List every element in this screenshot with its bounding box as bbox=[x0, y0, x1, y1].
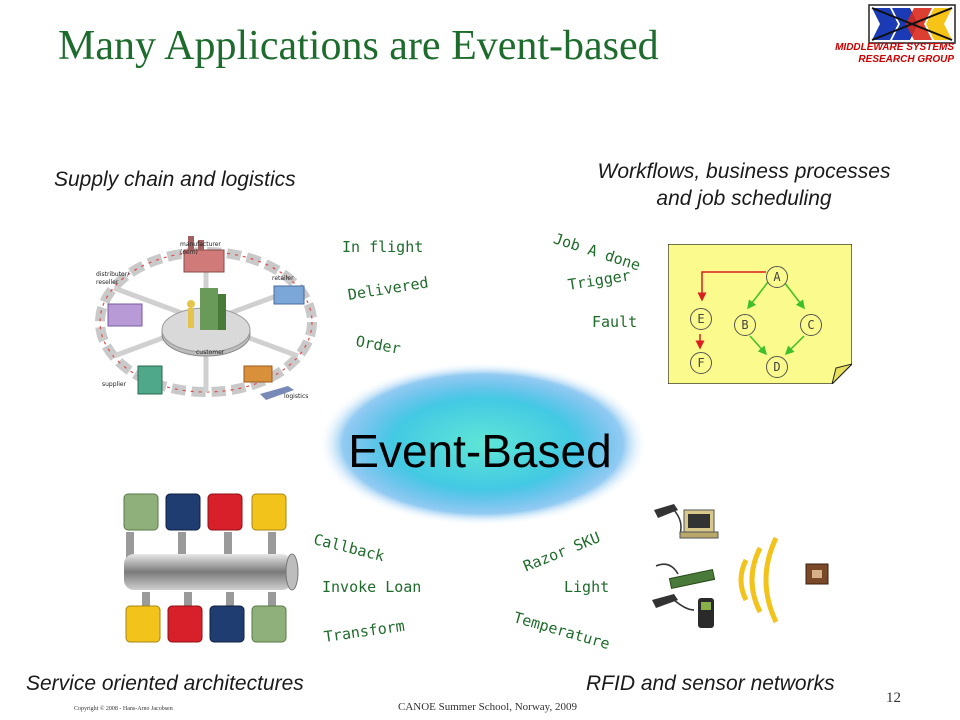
workflow-heading: Workflows, business processes and job sc… bbox=[544, 160, 944, 211]
logo-line-2: RESEARCH GROUP bbox=[858, 54, 954, 65]
event-cloud bbox=[318, 362, 648, 526]
svg-text:manufacturer: manufacturer bbox=[180, 241, 221, 248]
svg-text:logistics: logistics bbox=[284, 393, 308, 400]
event-callback: Callback bbox=[311, 530, 387, 566]
workflow-node-c: C bbox=[800, 314, 822, 336]
soa-diagram bbox=[112, 488, 302, 648]
svg-text:supplier: supplier bbox=[102, 381, 127, 388]
workflow-node-a: A bbox=[766, 266, 788, 288]
event-temperature: Temperature bbox=[511, 608, 612, 654]
svg-text:retailer: retailer bbox=[272, 275, 294, 282]
svg-text:reseller: reseller bbox=[96, 279, 119, 286]
event-fault: Fault bbox=[592, 313, 638, 331]
supply-chain-heading: Supply chain and logistics bbox=[54, 168, 296, 191]
slide-title: Many Applications are Event-based bbox=[58, 23, 659, 69]
event-based-label: Event-Based bbox=[348, 425, 612, 477]
svg-text:customer: customer bbox=[196, 349, 225, 356]
workflow-node-b: B bbox=[734, 314, 756, 336]
supply-chain-diagram: manufacturer (oem) retailer distributor/… bbox=[84, 228, 328, 414]
rfid-diagram bbox=[644, 490, 844, 650]
soa-heading: Service oriented architectures bbox=[26, 672, 304, 695]
workflow-heading-line-1: Workflows, business processes bbox=[597, 160, 891, 183]
footer-copyright: Copyright © 2008 - Hans-Arno Jacobsen bbox=[74, 706, 173, 712]
event-in-flight: In flight bbox=[342, 238, 424, 256]
event-trigger: Trigger bbox=[566, 266, 632, 294]
workflow-diagram bbox=[667, 243, 854, 386]
event-invoke-loan: Invoke Loan bbox=[322, 578, 422, 596]
logo-line-1: MIDDLEWARE SYSTEMS bbox=[835, 42, 954, 53]
footer-center: CANOE Summer School, Norway, 2009 bbox=[398, 701, 577, 713]
event-order: Order bbox=[354, 332, 403, 358]
svg-text:distributor/: distributor/ bbox=[96, 271, 130, 278]
workflow-node-d: D bbox=[766, 356, 788, 378]
workflow-node-e: E bbox=[690, 308, 712, 330]
msrg-logo bbox=[868, 4, 956, 44]
logo-text: MIDDLEWARE SYSTEMS RESEARCH GROUP bbox=[835, 42, 954, 66]
event-transform: Transform bbox=[322, 616, 406, 646]
event-delivered: Delivered bbox=[346, 273, 430, 304]
event-light: Light bbox=[564, 578, 610, 596]
workflow-node-f: F bbox=[690, 352, 712, 374]
svg-text:(oem): (oem) bbox=[180, 249, 198, 256]
rfid-heading: RFID and sensor networks bbox=[586, 672, 835, 695]
page-number: 12 bbox=[886, 690, 901, 706]
event-razor-sku: Razor SKU bbox=[520, 528, 603, 576]
workflow-heading-line-2: and job scheduling bbox=[656, 187, 832, 210]
